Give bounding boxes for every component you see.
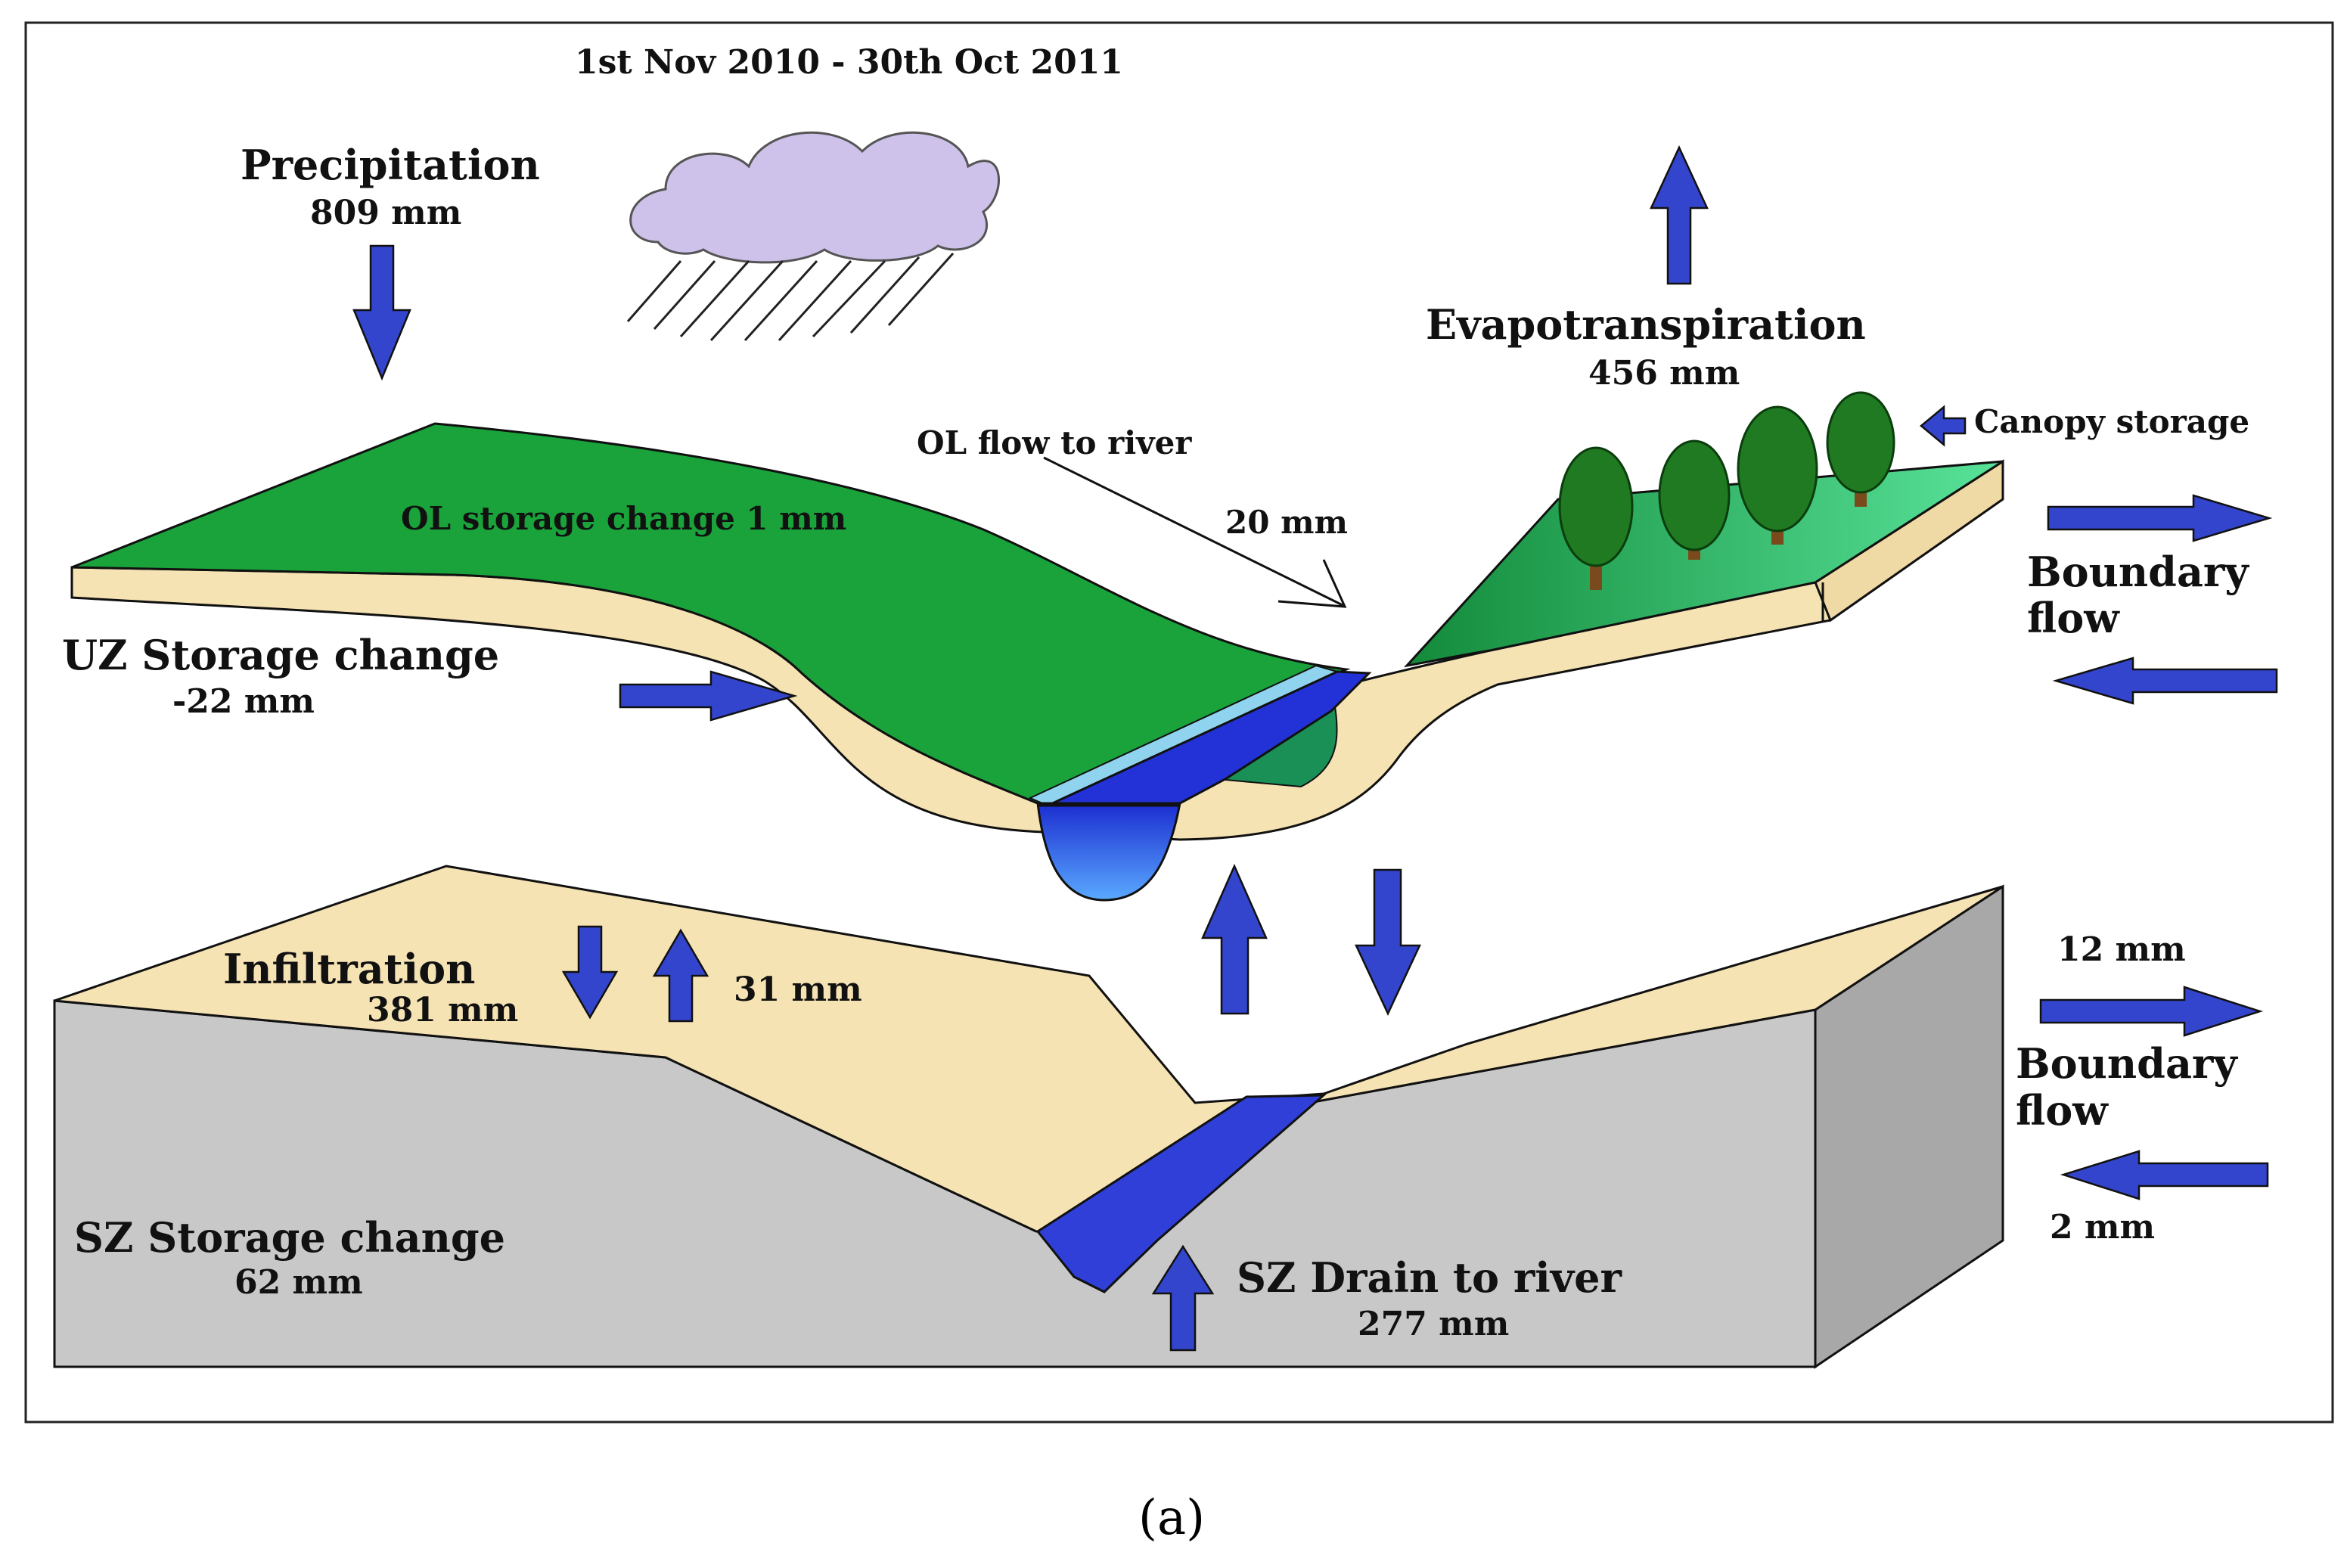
saturated-zone-block xyxy=(53,865,2004,1369)
precipitation-value: 809 mm xyxy=(310,194,461,232)
tree-icon xyxy=(1558,446,1634,590)
sz-storage-value: 62 mm xyxy=(234,1263,363,1302)
tree-icon xyxy=(1737,405,1818,545)
canopy-storage-label: Canopy storage xyxy=(1974,403,2249,440)
exfiltration-value: 31 mm xyxy=(734,970,862,1009)
ol-flow-pointer xyxy=(1043,456,1347,608)
river-exchange-up-arrow xyxy=(1201,863,1268,1015)
ol-green-slope xyxy=(71,422,1351,805)
uz-storage-label: UZ Storage change xyxy=(62,631,499,679)
tree-icon xyxy=(1826,391,1895,507)
rain-cloud-icon xyxy=(626,131,1000,342)
evapotranspiration-label: Evapotranspiration xyxy=(1426,300,1866,349)
saturated-zone-top-surface xyxy=(54,865,2004,1233)
upper-boundary-label-line2: flow xyxy=(2027,594,2120,642)
infiltration-arrow xyxy=(561,925,619,1020)
exfiltration-arrow xyxy=(652,928,709,1023)
lower-boundary-label-line1: Boundary xyxy=(2016,1039,2238,1088)
diagram-frame xyxy=(24,21,2334,1424)
canopy-storage-arrow xyxy=(1920,405,1967,447)
sz-drain-label: SZ Drain to river xyxy=(1237,1253,1622,1302)
period-label: 1st Nov 2010 - 30th Oct 2011 xyxy=(575,43,1123,82)
river-cross-section xyxy=(1036,802,1181,902)
ol-flow-value: 20 mm xyxy=(1225,504,1348,541)
river-exchange-down-arrow xyxy=(1355,868,1421,1016)
upper-boundary-out-arrow xyxy=(2047,494,2273,542)
precipitation-arrow xyxy=(352,244,411,381)
evapotranspiration-value: 456 mm xyxy=(1588,354,1740,393)
trees xyxy=(1558,391,1895,590)
lower-boundary-in-value: 12 mm xyxy=(2057,930,2186,969)
ol-flow-label: OL flow to river xyxy=(917,424,1192,461)
figure-caption: (a) xyxy=(1138,1490,1205,1546)
sz-drain-arrow xyxy=(1151,1244,1215,1352)
unsaturated-zone-block xyxy=(70,422,2004,902)
evapotranspiration-arrow xyxy=(1650,145,1709,285)
lower-boundary-in-arrow xyxy=(2060,1150,2269,1200)
sz-drain-value: 277 mm xyxy=(1358,1305,1509,1343)
ol-storage-label: OL storage change 1 mm xyxy=(401,500,846,537)
tree-icon xyxy=(1658,439,1731,560)
sz-storage-label: SZ Storage change xyxy=(74,1213,505,1262)
precipitation-label: Precipitation xyxy=(241,141,540,189)
flux-arrows xyxy=(352,145,2278,1352)
uz-storage-arrow xyxy=(619,670,798,722)
forest-slope xyxy=(1403,460,2004,668)
upper-boundary-label-line1: Boundary xyxy=(2027,548,2249,596)
lower-boundary-out-arrow xyxy=(2039,986,2264,1037)
upper-boundary-in-arrow xyxy=(2052,657,2278,705)
sz-river-channel xyxy=(1035,1094,1327,1293)
lower-boundary-out-value: 2 mm xyxy=(2050,1208,2155,1247)
lower-boundary-label-line2: flow xyxy=(2016,1086,2109,1135)
uz-storage-value: -22 mm xyxy=(172,682,315,721)
infiltration-label: Infiltration xyxy=(223,945,475,993)
infiltration-value: 381 mm xyxy=(367,991,518,1029)
